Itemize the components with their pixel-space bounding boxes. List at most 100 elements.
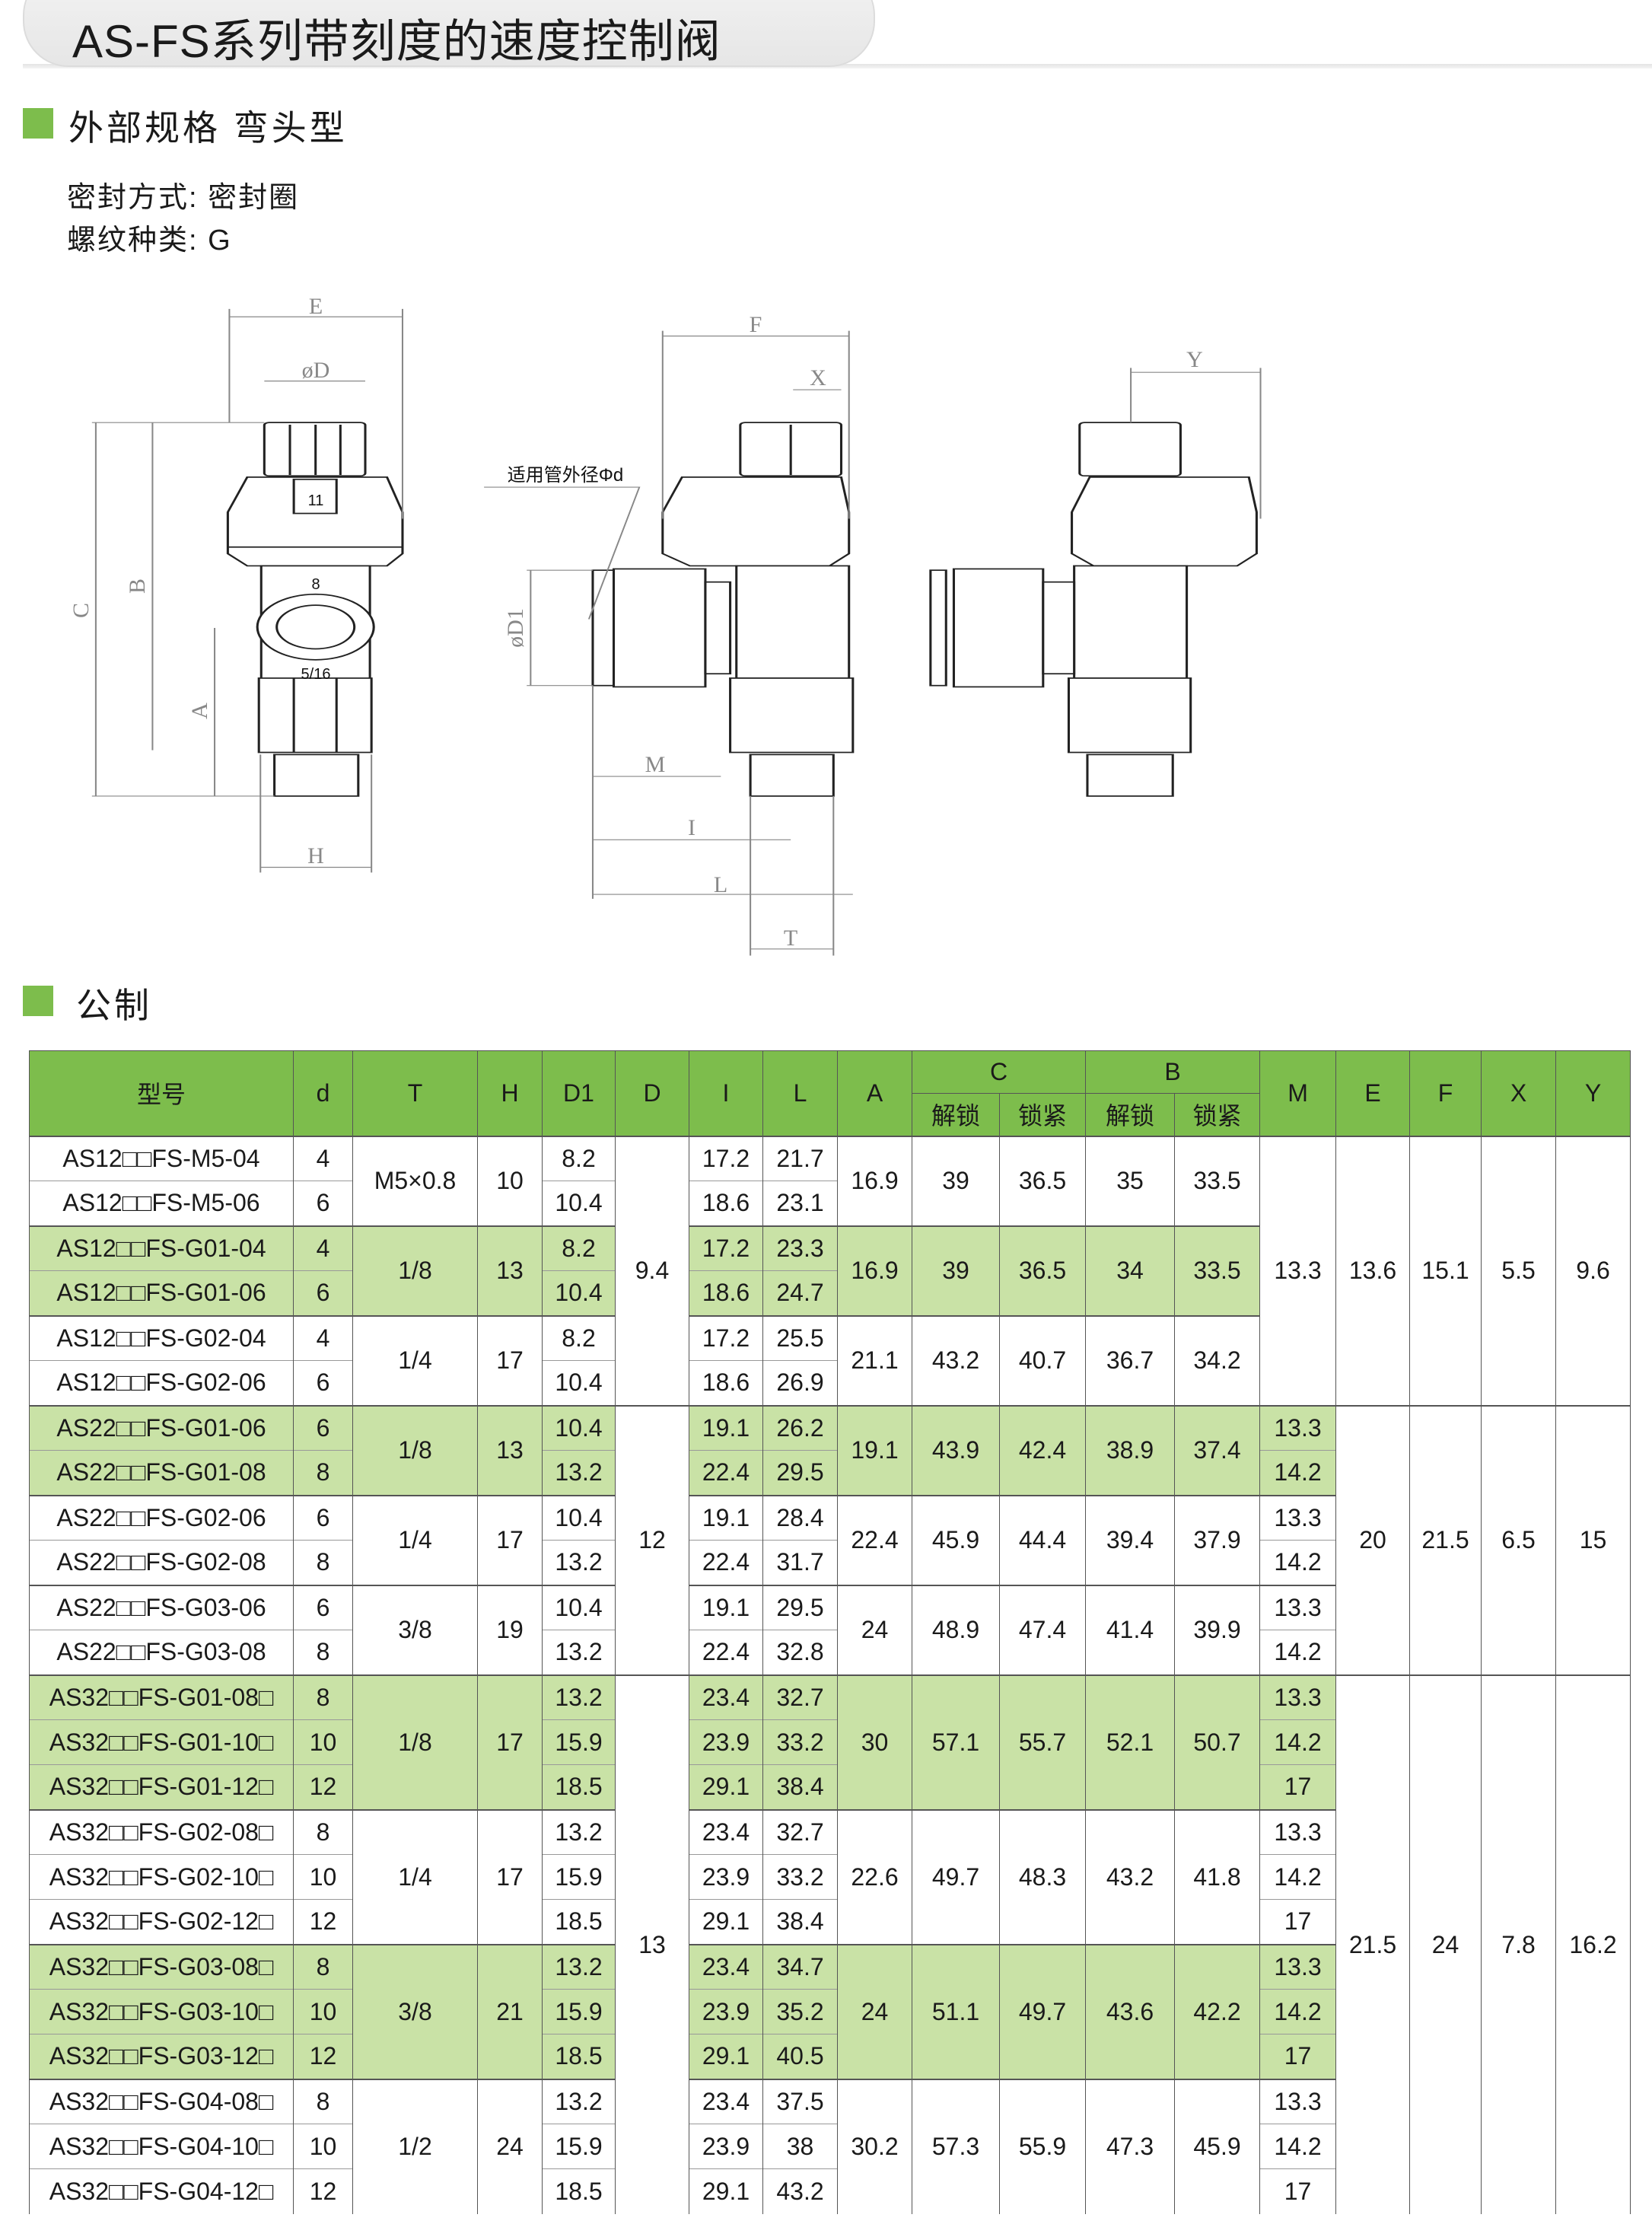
header-A: A [837,1050,912,1136]
cell-L: 28.4 [762,1494,838,1541]
cell-B-unlock: 39.4 [1085,1494,1176,1585]
cell-C-unlock: 43.2 [912,1314,1000,1406]
cell-A: 19.1 [837,1404,912,1496]
cell-M: 14.2 [1259,1989,1337,2034]
cell-Y: 15 [1555,1404,1631,1675]
spec-table: 型号 d T H D1 D I L A C B M E F X Y 解锁 锁紧 … [29,1050,1631,2214]
cell-I: 22.4 [689,1630,763,1675]
dim-label-A: A [187,703,212,719]
cell-model: AS22□□FS-G02-08 [29,1540,294,1585]
dim-label-T: T [784,926,797,951]
cell-model: AS32□□FS-G01-08□ [29,1674,294,1720]
cell-T: 1/2 [352,2078,478,2214]
cell-L: 29.5 [762,1450,838,1496]
cell-d: 8 [293,2078,353,2124]
header-d: d [293,1050,353,1136]
cell-L: 40.5 [762,2034,838,2079]
section-marker [23,108,53,139]
header-X: X [1481,1050,1557,1136]
cell-I: 17.2 [689,1314,763,1361]
cell-I: 23.4 [689,1943,763,1990]
cell-M: 17 [1259,1899,1337,1945]
dim-label-B: B [125,578,150,594]
cell-D: 13 [615,1674,689,2214]
cell-D1: 8.2 [542,1225,616,1271]
cell-B-lock: 33.5 [1174,1135,1261,1226]
cell-I: 19.1 [689,1404,763,1451]
cell-model: AS32□□FS-G02-12□ [29,1899,294,1945]
cell-M: 13.3 [1259,2078,1337,2124]
cell-B-unlock: 34 [1085,1225,1176,1316]
cell-H: 17 [477,1808,543,1945]
cell-H: 17 [477,1674,543,1810]
cell-d: 10 [293,1989,353,2034]
cell-model: AS22□□FS-G01-06 [29,1404,294,1451]
cell-I: 23.4 [689,2078,763,2124]
cell-I: 23.9 [689,1719,763,1765]
cell-L: 38 [762,2124,838,2169]
cell-M: 14.2 [1259,1630,1337,1675]
cell-C-lock: 42.4 [998,1404,1087,1496]
dim-label-E: E [309,294,323,319]
cell-I: 17.2 [689,1135,763,1181]
cell-F: 24 [1409,1674,1482,2214]
dim-label-C: C [68,603,94,618]
cell-M: 14.2 [1259,1719,1337,1765]
cell-L: 26.2 [762,1404,838,1451]
cell-C-unlock: 48.9 [912,1584,1000,1675]
cell-D: 12 [615,1404,689,1675]
cell-L: 32.7 [762,1808,838,1855]
cell-d: 10 [293,1854,353,1900]
cell-D1: 15.9 [542,2124,616,2169]
cell-D1: 10.4 [542,1404,616,1451]
cell-T: 1/8 [352,1404,478,1496]
cell-D1: 15.9 [542,1854,616,1900]
dim-label-H: H [307,843,324,868]
header-I: I [689,1050,763,1136]
cell-I: 18.6 [689,1360,763,1406]
cell-d: 10 [293,1719,353,1765]
cell-C-lock: 36.5 [998,1135,1087,1226]
cell-H: 19 [477,1584,543,1675]
header-D: D [615,1050,689,1136]
cell-M: 17 [1259,2034,1337,2079]
header-T: T [352,1050,478,1136]
cell-B-lock: 50.7 [1174,1674,1261,1810]
cell-B-unlock: 35 [1085,1135,1176,1226]
cell-d: 4 [293,1135,353,1181]
cell-model: AS12□□FS-G02-06 [29,1360,294,1406]
cell-D1: 13.2 [542,1808,616,1855]
cell-M: 14.2 [1259,1540,1337,1585]
header-L: L [762,1050,838,1136]
cell-model: AS32□□FS-G01-12□ [29,1764,294,1810]
cell-A: 21.1 [837,1314,912,1406]
cell-C-unlock: 39 [912,1225,1000,1316]
cell-T: 3/8 [352,1584,478,1675]
cell-M: 13.3 [1259,1674,1337,1720]
cell-L: 38.4 [762,1764,838,1810]
cell-M: 13.3 [1259,1135,1337,1406]
cell-I: 22.4 [689,1450,763,1496]
cell-A: 22.6 [837,1808,912,1945]
cell-A: 16.9 [837,1135,912,1226]
cell-D1: 13.2 [542,1450,616,1496]
header-M: M [1259,1050,1337,1136]
side-view [591,422,855,797]
title-banner [23,0,875,67]
header-C-lock: 锁紧 [998,1093,1087,1136]
cell-T: 3/8 [352,1943,478,2079]
cell-D1: 18.5 [542,2034,616,2079]
cell-model: AS22□□FS-G02-06 [29,1494,294,1541]
cell-L: 32.8 [762,1630,838,1675]
scale-mark-bottom: 5/16 [301,666,331,683]
cell-T: 1/4 [352,1494,478,1585]
cell-L: 26.9 [762,1360,838,1406]
cell-H: 13 [477,1225,543,1316]
